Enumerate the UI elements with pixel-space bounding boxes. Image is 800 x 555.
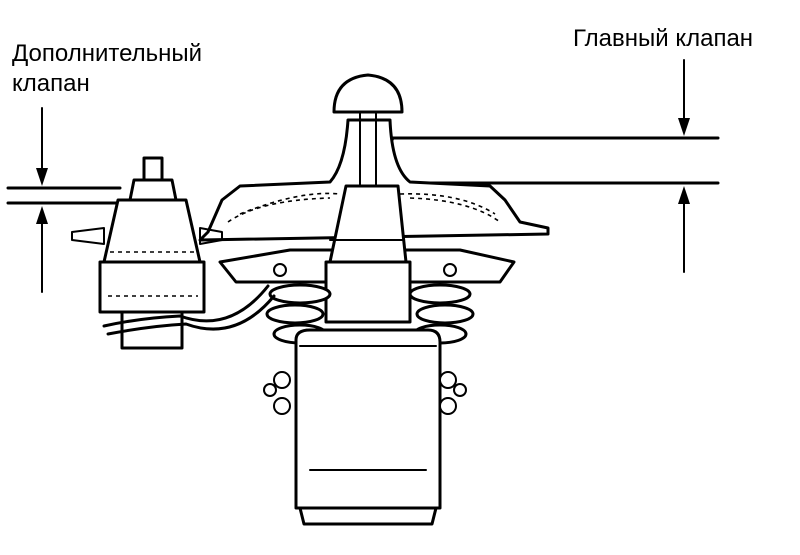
auxiliary-valve-label-line1: Дополнительный [12, 40, 203, 67]
auxiliary-valve-label-line2: клапан [12, 70, 90, 97]
central-rod [324, 184, 412, 324]
main-valve-housing [198, 73, 550, 242]
main-valve-pointer [385, 59, 720, 273]
main-valve-label: Главный клапан [573, 25, 754, 52]
auxiliary-valve-body [71, 156, 276, 350]
auxiliary-valve-pointer [6, 107, 122, 293]
lower-cylinder [263, 328, 467, 526]
